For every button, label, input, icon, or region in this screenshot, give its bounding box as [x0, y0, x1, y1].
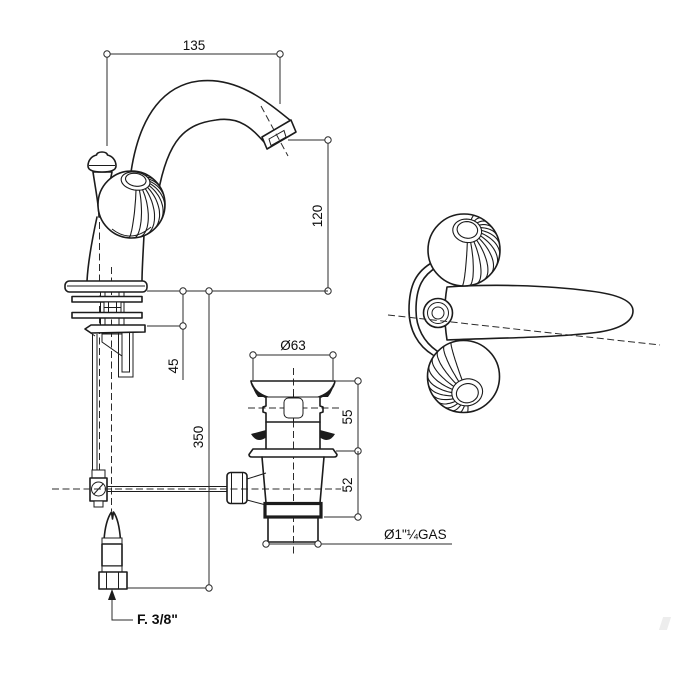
dim-text-45: 45 [166, 358, 181, 373]
knob-collar [111, 226, 152, 237]
washer-upper [71, 295, 143, 303]
waste-lower-flange [248, 448, 338, 458]
front-view-faucet [52, 79, 341, 590]
hose-nut [98, 571, 128, 590]
handle-knob [97, 170, 166, 239]
dim-text-63: Ø63 [280, 338, 306, 353]
spout-axis-centerline [260, 105, 289, 157]
popup-bracket [84, 324, 146, 334]
dimension-55: 55 [336, 377, 362, 455]
dimension-120: 120 [288, 136, 332, 295]
leader-supply-thread: F. 3/8" [108, 589, 178, 627]
adjuster-knurled-knob [226, 471, 248, 505]
dim-text-55: 55 [340, 409, 355, 424]
leader-waste-thread: Ø1"¼GAS [262, 527, 452, 548]
mounting-hardware [71, 292, 146, 378]
waste-nut-band [263, 501, 323, 519]
handle-knob-bottom [426, 339, 501, 414]
dimension-45: 45 [147, 287, 187, 380]
spout [130, 79, 297, 195]
braided-section [101, 543, 123, 567]
spout-top-view [443, 284, 634, 341]
tailpiece-tube [118, 333, 134, 378]
deck-base [64, 280, 148, 293]
front-view-waste [248, 368, 339, 556]
spout-aerator [261, 119, 297, 150]
dim-text-52: 52 [340, 477, 355, 492]
dimension-350: 350 [127, 287, 213, 592]
escutcheon-outer [408, 261, 434, 356]
washer-lower [71, 311, 143, 319]
faucet-body [86, 216, 145, 282]
label-supply-thread: F. 3/8" [137, 611, 178, 627]
label-waste-thread: Ø1"¼GAS [384, 527, 447, 542]
dimension-52: 52 [324, 451, 362, 521]
dim-text-120: 120 [310, 205, 325, 228]
waste-tailpipe [267, 516, 319, 543]
hose-bend [103, 511, 122, 541]
dimension-135: 135 [103, 38, 284, 146]
supply-hose [98, 511, 128, 590]
handle-knob-top [427, 213, 501, 287]
top-view-centerline [387, 314, 661, 346]
popup-rod-assembly [89, 334, 108, 508]
dim-text-350: 350 [191, 426, 206, 449]
escutcheon-inner [415, 266, 438, 352]
top-view [387, 213, 661, 414]
valve-window [283, 397, 304, 419]
dim-text-135: 135 [183, 38, 206, 53]
arrow-up-icon [108, 589, 116, 600]
dimension-63: Ø63 [249, 338, 337, 380]
